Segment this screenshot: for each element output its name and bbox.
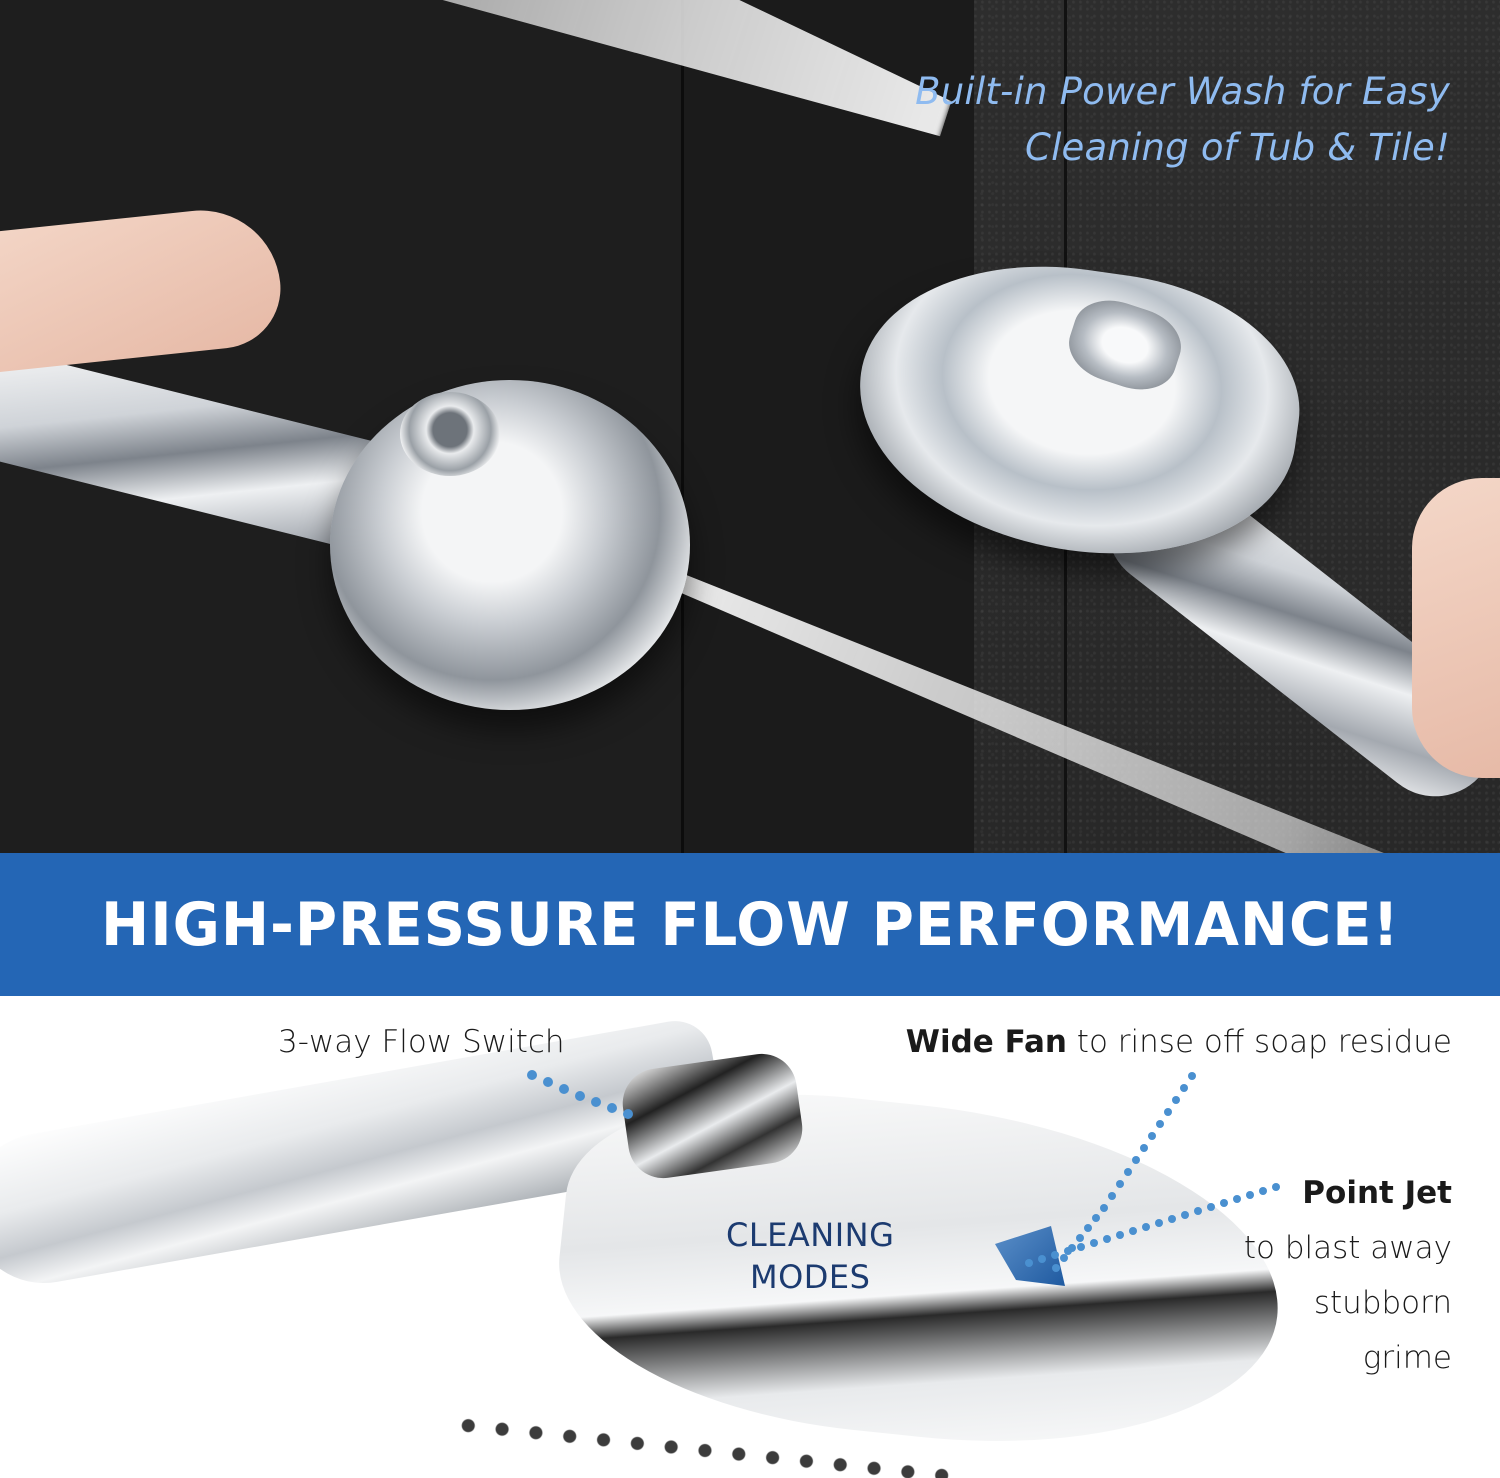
wide-fan-callout: Wide Fan to rinse off soap residue — [906, 1024, 1452, 1060]
right-hand — [1412, 478, 1500, 778]
point-jet-line-2: to blast away — [1243, 1230, 1452, 1266]
cleaning-modes-line-2: MODES — [749, 1258, 871, 1296]
point-jet-title: Point Jet — [1302, 1175, 1452, 1211]
point-jet-callout: Point Jet to blast away stubborn grime — [1244, 1166, 1452, 1386]
headline-title: HIGH-PRESSURE FLOW PERFORMANCE! — [100, 889, 1400, 960]
wide-fan-description: to rinse off soap residue — [1066, 1024, 1452, 1060]
left-flow-dial — [400, 392, 500, 476]
flow-switch-callout: 3-way Flow Switch — [278, 1024, 565, 1060]
cleaning-modes-line-1: CLEANING — [726, 1216, 895, 1254]
point-jet-line-3: stubborn — [1313, 1285, 1452, 1321]
cleaning-modes-label: CLEANING MODES — [726, 1214, 894, 1298]
wall-seam-left — [681, 0, 684, 853]
caption-line-1: Built-in Power Wash for Easy — [915, 70, 1450, 113]
caption-line-2: Cleaning of Tub & Tile! — [1025, 126, 1450, 169]
left-shower-head — [330, 380, 690, 710]
power-wash-caption: Built-in Power Wash for Easy Cleaning of… — [915, 64, 1450, 176]
wide-fan-title: Wide Fan — [905, 1024, 1067, 1060]
feature-diagram: 3-way Flow Switch Wide Fan to rinse off … — [0, 996, 1500, 1478]
headline-banner: HIGH-PRESSURE FLOW PERFORMANCE! — [0, 853, 1500, 996]
point-jet-line-4: grime — [1362, 1340, 1452, 1376]
hero-photo: Built-in Power Wash for Easy Cleaning of… — [0, 0, 1500, 853]
